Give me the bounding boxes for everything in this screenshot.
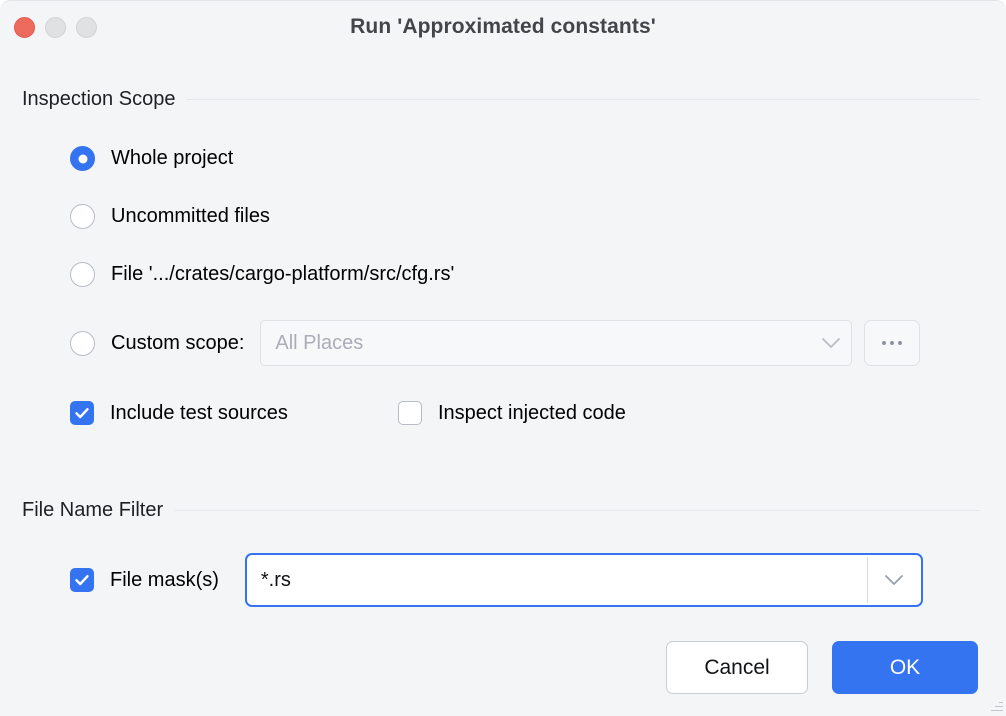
chevron-down-icon[interactable]: [868, 555, 921, 605]
file-name-filter-section-header: File Name Filter: [22, 499, 980, 522]
section-divider: [187, 99, 980, 100]
radio-label-file: File '.../crates/cargo-platform/src/cfg.…: [111, 263, 455, 285]
minimize-window-button[interactable]: [45, 17, 66, 38]
inspection-scope-title: Inspection Scope: [22, 88, 176, 110]
file-mask-input[interactable]: *.rs: [260, 568, 291, 591]
dialog-footer: Cancel OK: [0, 641, 1006, 694]
combobox-separator: [866, 557, 868, 603]
title-bar: Run 'Approximated constants': [0, 0, 1006, 52]
checkbox-row-include-test-sources[interactable]: Include test sources: [70, 401, 288, 425]
checkbox-row-inspect-injected-code[interactable]: Inspect injected code: [398, 401, 626, 425]
ellipsis-icon: [898, 341, 903, 345]
inspection-scope-section-header: Inspection Scope: [22, 88, 980, 111]
ok-button[interactable]: OK: [832, 641, 978, 694]
radio-whole-project[interactable]: [70, 146, 95, 171]
custom-scope-combobox[interactable]: All Places: [260, 320, 853, 366]
window-controls: [14, 17, 97, 38]
checkbox-label-file-mask: File mask(s): [110, 568, 219, 591]
radio-row-whole-project[interactable]: Whole project: [70, 146, 233, 171]
chevron-down-icon: [811, 337, 851, 349]
radio-row-file[interactable]: File '.../crates/cargo-platform/src/cfg.…: [70, 262, 454, 287]
file-mask-combobox[interactable]: *.rs: [244, 553, 923, 607]
radio-file[interactable]: [70, 262, 95, 287]
custom-scope-value: All Places: [275, 331, 364, 354]
radio-label-custom-scope: Custom scope:: [111, 331, 245, 354]
resize-grip[interactable]: [989, 699, 1003, 713]
file-mask-row[interactable]: File mask(s) *.rs: [70, 553, 923, 607]
checkbox-file-mask[interactable]: [70, 568, 94, 592]
maximize-window-button[interactable]: [76, 17, 97, 38]
browse-scope-button[interactable]: [864, 320, 921, 366]
radio-label-whole-project: Whole project: [111, 147, 234, 169]
checkbox-include-test-sources[interactable]: [70, 401, 94, 425]
radio-uncommitted-files[interactable]: [70, 204, 95, 229]
checkbox-label-inspect-injected-code: Inspect injected code: [438, 401, 626, 424]
close-window-button[interactable]: [14, 17, 35, 38]
dialog-title: Run 'Approximated constants': [350, 15, 656, 38]
section-divider: [175, 510, 980, 511]
cancel-button[interactable]: Cancel: [666, 641, 808, 694]
radio-label-uncommitted-files: Uncommitted files: [111, 205, 270, 227]
file-name-filter-title: File Name Filter: [22, 499, 164, 521]
radio-row-custom-scope[interactable]: Custom scope: All Places: [70, 320, 921, 366]
checkbox-inspect-injected-code[interactable]: [398, 401, 422, 425]
radio-row-uncommitted-files[interactable]: Uncommitted files: [70, 204, 270, 229]
radio-custom-scope[interactable]: [70, 330, 95, 356]
checkbox-label-include-test-sources: Include test sources: [110, 401, 288, 424]
ellipsis-icon: [882, 341, 887, 345]
ellipsis-icon: [890, 341, 895, 345]
